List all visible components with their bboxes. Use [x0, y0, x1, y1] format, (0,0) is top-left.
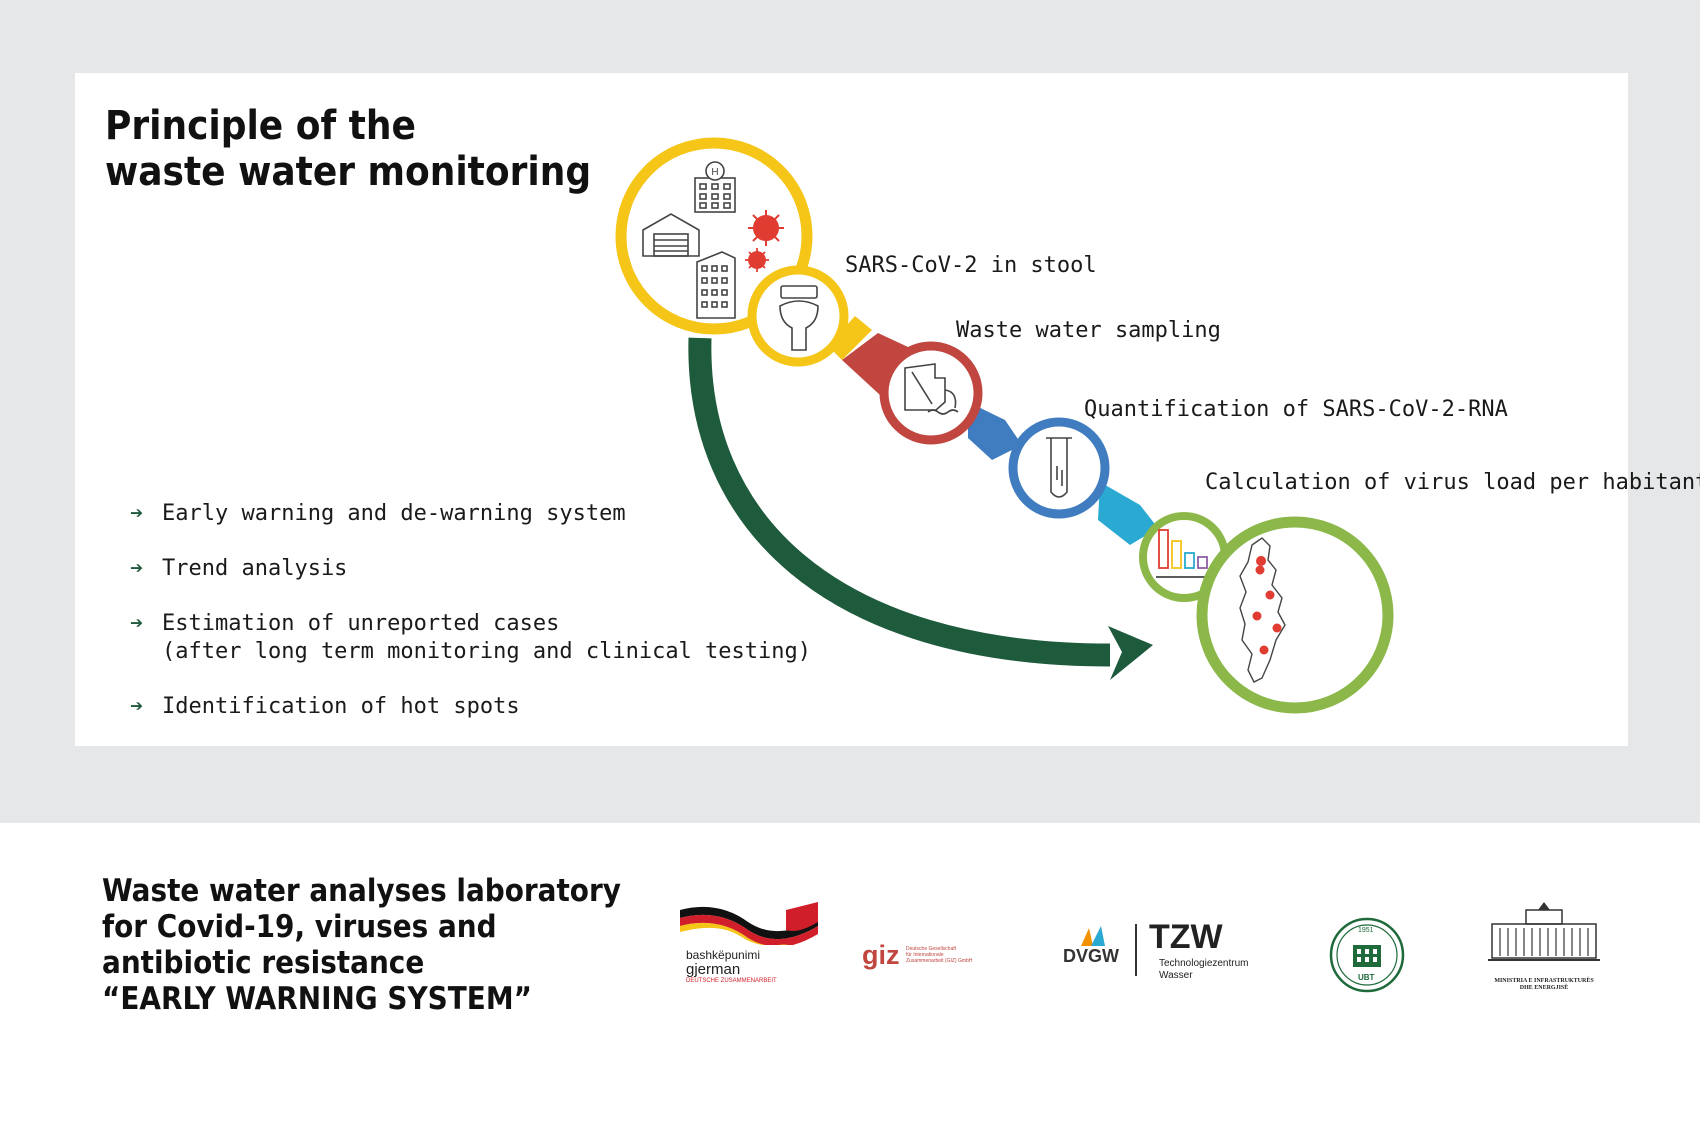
- benefit-text: Identification of hot spots: [162, 694, 520, 719]
- ubt-year: 1951: [1358, 927, 1374, 934]
- step-label-quantification: Quantification of SARS-CoV-2-RNA: [1084, 397, 1508, 422]
- logo-divider: [1135, 924, 1137, 976]
- step-label-sampling: Waste water sampling: [956, 318, 1221, 343]
- step-label-calculation: Calculation of virus load per habitant: [1205, 470, 1700, 495]
- arrow-right-icon: ➔: [130, 611, 144, 636]
- return-arrow-curve: [688, 337, 1111, 667]
- flag-ribbon-icon: [680, 902, 818, 948]
- toilet-circle: [747, 265, 849, 367]
- panel-title: Principle of the waste water monitoring: [105, 103, 592, 195]
- bashkepunimi-line3: DEUTSCHE ZUSAMMENARBEIT: [686, 978, 777, 984]
- ministry-logo: MINISTRIA E INFRASTRUKTURËS DHE ENERGJIS…: [1486, 900, 1602, 992]
- bashkepunimi-line2: gjerman: [686, 961, 741, 978]
- return-arrow-head: [1108, 626, 1153, 680]
- bar-chart-icon: [1156, 529, 1212, 578]
- benefit-text: Early warning and de-warning system: [162, 501, 626, 526]
- ministry-line2: DHE ENERGJISË: [1519, 985, 1569, 991]
- tzw-mark: TZW: [1149, 918, 1223, 956]
- benefit-item: ➔ Trend analysis: [130, 555, 811, 583]
- benefit-text: Trend analysis: [162, 556, 348, 581]
- flow-arrow-yellow: [828, 316, 872, 360]
- bashkepunimi-gjerman-logo: bashkëpunimi gjerman DEUTSCHE ZUSAMMENAR…: [678, 900, 823, 985]
- arrow-right-icon: ➔: [130, 501, 144, 526]
- giz-logo: giz Deutsche Gesellschaft für Internatio…: [862, 940, 982, 976]
- hospital-icon: H: [694, 161, 736, 213]
- benefit-item: ➔ Estimation of unreported cases (after …: [130, 610, 811, 666]
- monitoring-diagram: H: [615, 137, 1394, 714]
- hot-spot-markers: [1252, 556, 1282, 655]
- ministry-building-icon: [1488, 902, 1600, 961]
- benefit-item: ➔ Early warning and de-warning system: [130, 500, 811, 528]
- giz-line1: Deutsche Gesellschaft: [906, 946, 957, 952]
- arrow-right-icon: ➔: [130, 556, 144, 581]
- dvgw-mark: DVGW: [1063, 946, 1119, 966]
- albania-map-icon: [1239, 537, 1286, 683]
- virus-icon-small: [745, 248, 769, 272]
- tzw-line2: Wasser: [1159, 970, 1193, 981]
- quantification-circle: [1008, 417, 1110, 519]
- ministry-line1: MINISTRIA E INFRASTRUKTURËS: [1494, 978, 1594, 984]
- test-tube-icon: [1046, 437, 1072, 498]
- sewer-pipe-icon: [904, 363, 959, 415]
- giz-line3: Zusammenarbeit (GIZ) GmbH: [906, 958, 973, 964]
- ubt-seal-icon: [1329, 917, 1405, 993]
- warehouse-icon: [642, 213, 700, 257]
- tzw-line1: Technologiezentrum: [1159, 958, 1249, 969]
- map-circle: [1196, 516, 1394, 714]
- flow-arrow-blue: [968, 402, 1022, 460]
- sampling-circle: [879, 341, 983, 445]
- footer-title: Waste water analyses laboratory for Covi…: [102, 873, 621, 1017]
- benefits-list: ➔ Early warning and de-warning system ➔ …: [130, 500, 811, 721]
- ubt-name: UBT: [1358, 973, 1375, 982]
- ubt-seal-logo: 1951 UBT: [1329, 917, 1405, 993]
- bashkepunimi-line1: bashkëpunimi: [686, 948, 761, 962]
- giz-mark: giz: [862, 940, 900, 970]
- dvgw-tzw-logo: DVGW TZW Technologiezentrum Wasser: [1063, 918, 1263, 981]
- apartment-building-icon: [696, 251, 736, 319]
- dvgw-flame-icon: [1081, 926, 1105, 946]
- benefit-item: ➔ Identification of hot spots: [130, 693, 811, 721]
- step-label-stool: SARS-CoV-2 in stool: [845, 253, 1097, 278]
- benefit-text: Estimation of unreported cases (after lo…: [162, 611, 812, 664]
- giz-line2: für Internationale: [906, 952, 944, 958]
- arrow-right-icon: ➔: [130, 694, 144, 719]
- toilet-icon: [779, 285, 819, 351]
- svg-text:H: H: [711, 167, 718, 178]
- virus-icon: [748, 210, 784, 246]
- flow-arrow-cyan: [1098, 482, 1158, 545]
